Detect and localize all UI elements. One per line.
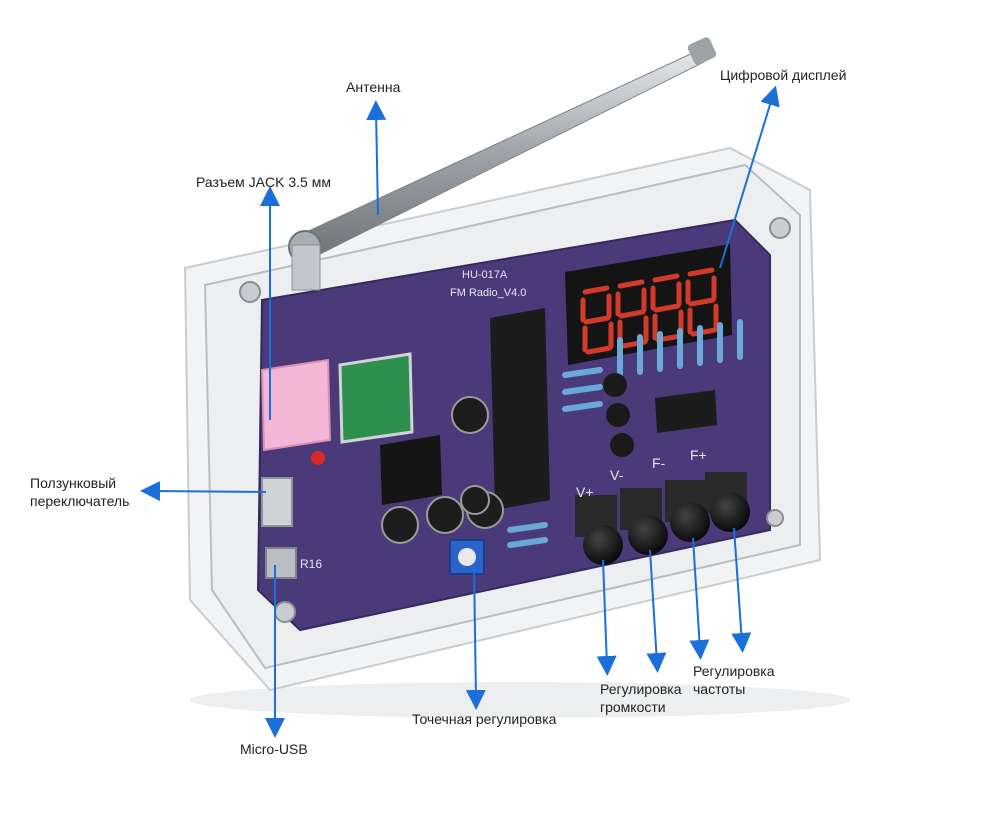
btn-label-vplus: V+: [576, 484, 594, 500]
capacitors: [381, 396, 504, 544]
slide-switch: [261, 477, 293, 527]
dc-label: R16: [300, 557, 322, 571]
micro-usb-port: [265, 547, 297, 579]
board-model-text: HU-017A: [462, 269, 508, 281]
label-fine-tuning: Точечная регулировка: [412, 711, 557, 727]
btn-label-fplus: F+: [690, 447, 707, 463]
arrow-volume-2: [646, 549, 667, 673]
audio-jack-connector: [260, 358, 332, 452]
telescopic-antenna: [288, 37, 717, 291]
arrow-volume-1: [596, 559, 617, 676]
label-frequency-line2: частоты: [693, 681, 746, 697]
label-volume: Регулировка громкости: [600, 680, 700, 716]
label-slide-switch-line2: переключатель: [30, 493, 130, 509]
arrow-slide-switch: [140, 481, 267, 502]
drop-shadow: [190, 682, 850, 718]
label-frequency-line1: Регулировка: [693, 663, 775, 679]
arrow-frequency-1: [689, 537, 710, 660]
amplifier-ic: [380, 435, 442, 505]
label-jack: Разъем JACK 3.5 мм: [196, 174, 331, 190]
btn-label-vminus: V-: [610, 467, 624, 483]
transistors: [603, 373, 634, 457]
fm-module: [338, 352, 414, 444]
arrow-fine-tuning: [465, 564, 486, 710]
resistors: [507, 319, 743, 548]
driver-ic: [655, 390, 717, 433]
label-digital-display: Цифровой дисплей: [720, 67, 847, 83]
board-version-text: FM Radio_V4.0: [450, 287, 526, 299]
arrow-antenna: [366, 100, 387, 216]
fine-tuning-trimmer: [449, 539, 485, 575]
arrow-frequency-2: [731, 527, 752, 653]
label-frequency: Регулировка частоты: [693, 662, 793, 698]
label-micro-usb: Micro-USB: [240, 741, 308, 757]
label-antenna: Антенна: [346, 79, 401, 95]
callout-arrows: [140, 85, 780, 738]
label-slide-switch: Ползунковый переключатель: [30, 474, 150, 510]
label-volume-line1: Регулировка: [600, 681, 682, 697]
silkscreen-labels: HU-017A FM Radio_V4.0 V+ V- F- F+ R16: [300, 269, 707, 571]
corner-screws: [239, 217, 791, 623]
arrow-display: [719, 85, 780, 269]
label-slide-switch-line1: Ползунковый: [30, 475, 117, 491]
main-ic-chip: [490, 308, 550, 510]
push-buttons: [575, 472, 750, 565]
btn-label-fminus: F-: [652, 455, 666, 471]
label-volume-line2: громкости: [600, 699, 666, 715]
power-led: [311, 451, 325, 465]
trimmer-screw: [458, 548, 476, 566]
display-segments: [580, 267, 719, 355]
